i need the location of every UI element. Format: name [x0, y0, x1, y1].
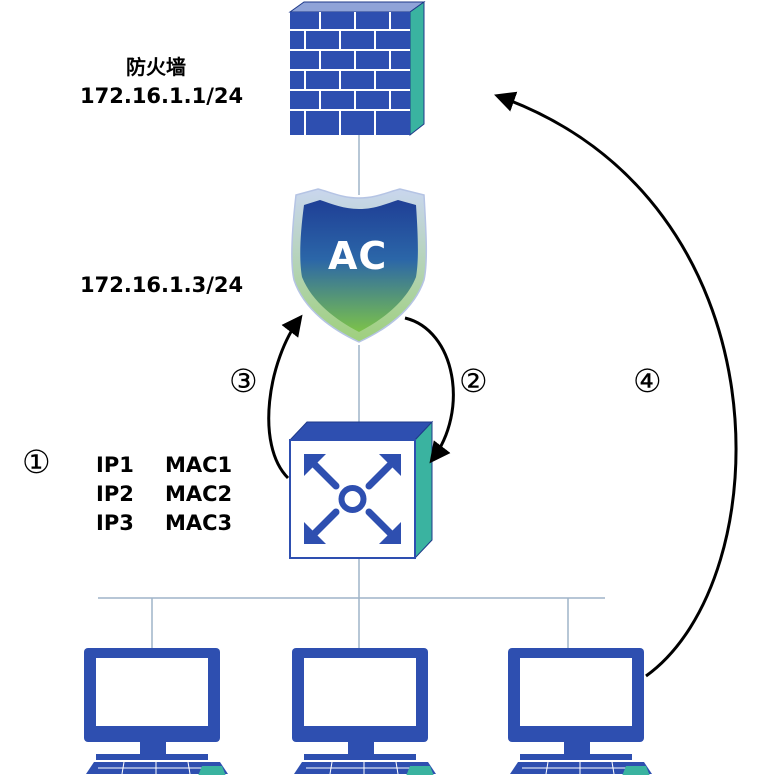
mac-table-ip: IP1	[96, 452, 134, 478]
mac-table-mac: MAC2	[165, 481, 232, 507]
desktop-computer-icon	[292, 648, 436, 775]
desktop-computer-icon	[84, 648, 228, 775]
step-marker-1: ①	[22, 445, 51, 479]
switch-arrows-icon	[290, 422, 432, 558]
mac-table-mac: MAC1	[165, 452, 232, 478]
firewall-icon	[290, 2, 424, 135]
mac-table-ip: IP3	[96, 510, 134, 536]
step-marker-4: ④	[633, 364, 662, 398]
mac-table-ip: IP2	[96, 481, 134, 507]
ac-badge-text: AC	[328, 236, 387, 276]
step-marker-2: ②	[459, 364, 488, 398]
step-marker-3: ③	[229, 364, 258, 398]
flow-arrows	[269, 96, 736, 676]
firewall-name: 防火墙	[126, 54, 186, 80]
desktop-computer-icon	[508, 648, 652, 775]
mac-table-mac: MAC3	[165, 510, 232, 536]
arrow-step4	[498, 96, 736, 676]
ac-ip: 172.16.1.3/24	[80, 272, 243, 298]
firewall-ip: 172.16.1.1/24	[80, 83, 243, 109]
